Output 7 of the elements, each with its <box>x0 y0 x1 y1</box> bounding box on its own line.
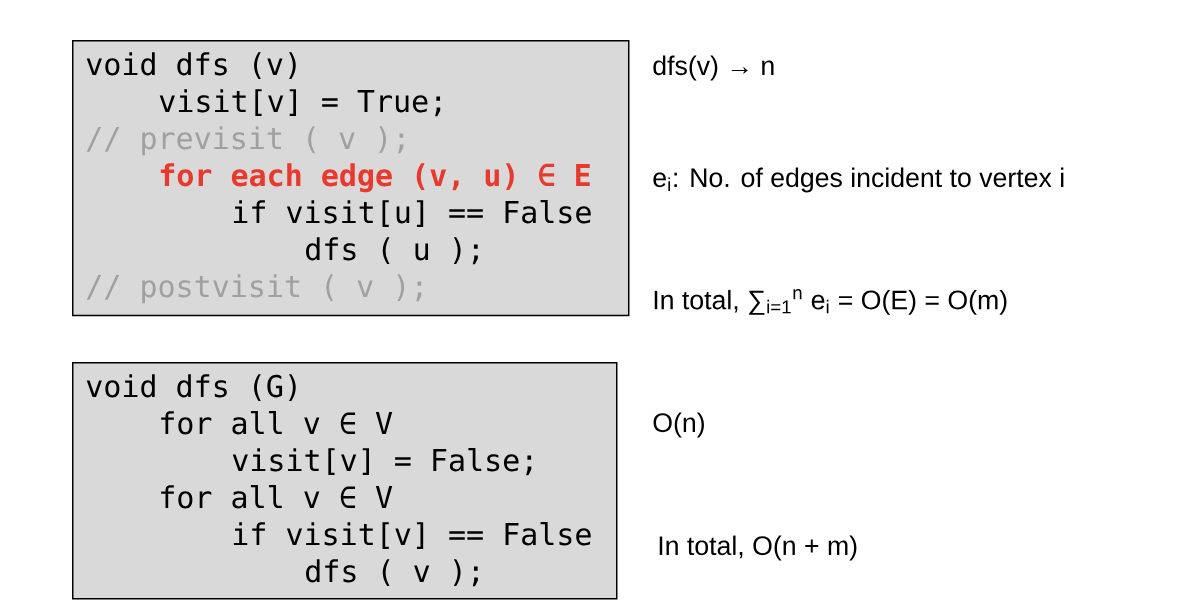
annotation-text: In total, O(n + m) <box>659 535 857 561</box>
annotation-text: O(n) <box>653 412 704 438</box>
code-box: void dfs (G) for all v ∈ V visit[v] = False; for all v ∈ V if visit[v] == False dfs ( v ); <box>72 362 618 600</box>
annotation-text: In total, ∑$_{i=1}$$^{n}$ e$_{i}$ = O(E) = O(m) <box>654 289 1007 315</box>
annotation-text: dfs(v) → n <box>653 55 774 81</box>
code-box: void dfs (v) visit[v] = True; // previsit ( v ); for each edge (v, u) ∈ E if visit[u] == False dfs ( u ); // postvisit ( v ); <box>72 40 630 317</box>
annotation-text: e$_{i}$: No. of edges incident to vertex i <box>653 167 1064 193</box>
